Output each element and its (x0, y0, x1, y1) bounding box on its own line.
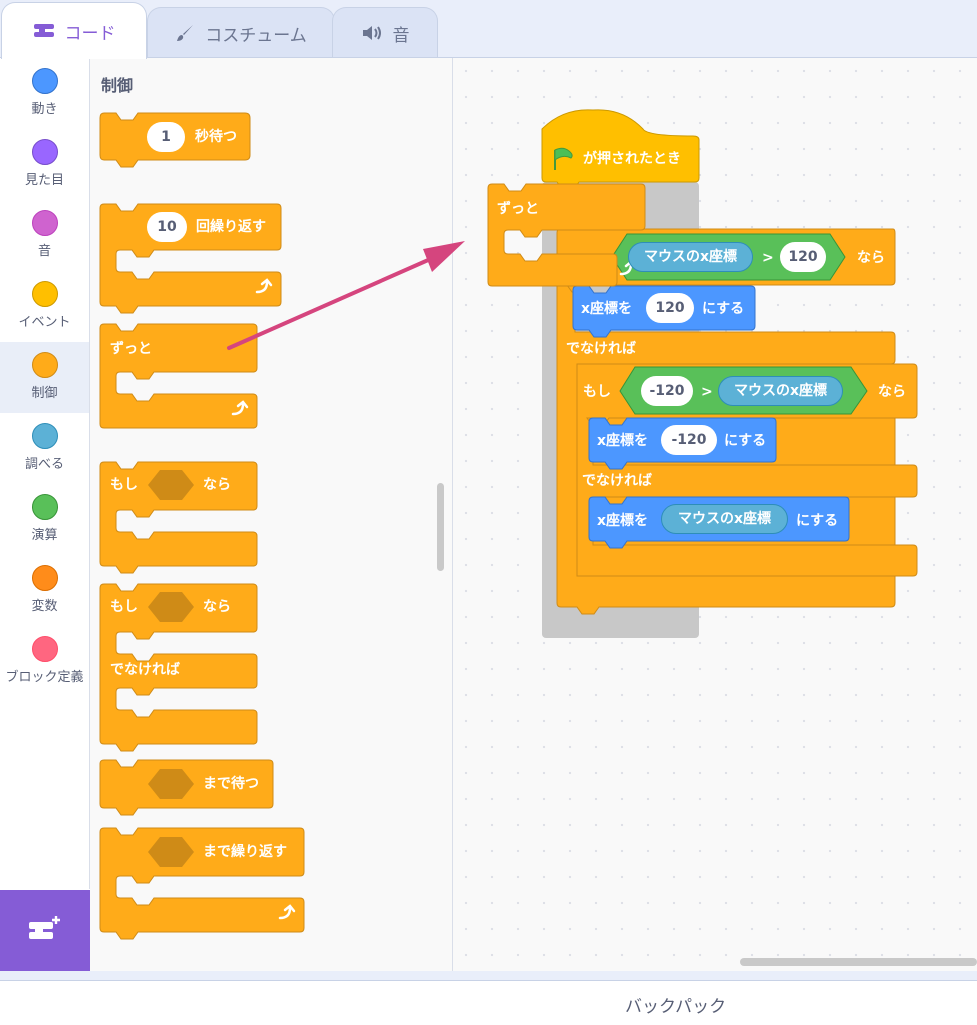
mouse-x-reporter[interactable]: マウスのx座標 (628, 242, 753, 272)
palette-category-title: 制御 (101, 76, 134, 95)
script-horizontal-scrollbar[interactable] (740, 958, 977, 966)
else-label: でなければ (582, 473, 652, 489)
set-x-value-input[interactable]: -120 (661, 425, 717, 455)
block-palette: 制御 (90, 58, 453, 971)
category-label: 演算 (31, 528, 58, 543)
category-motion[interactable]: 動き (0, 58, 89, 129)
mouse-x-reporter[interactable]: マウスのx座標 (718, 376, 843, 406)
speaker-icon (361, 24, 383, 42)
category-label: ブロック定義 (5, 670, 84, 685)
category-dot-icon (31, 139, 58, 165)
set-x-value-input[interactable]: 120 (646, 293, 694, 323)
category-dot-icon (31, 281, 58, 307)
when-flag-clicked-label: が押されたとき (583, 151, 681, 167)
tab-costumes[interactable]: コスチューム (147, 7, 335, 58)
category-label: 変数 (31, 599, 58, 614)
compare-value-input[interactable]: 120 (780, 242, 826, 272)
category-menu: 動き 見た目 音 イベント 制御 調べる 演算 変数 (0, 58, 90, 889)
backpack-label: バックパック (625, 997, 727, 1017)
tab-sounds-label: 音 (392, 25, 410, 46)
category-looks[interactable]: 見た目 (0, 129, 89, 200)
wait-seconds-input[interactable]: 1 (147, 122, 185, 152)
palette-if-block (99, 461, 258, 574)
repeat-label: 回繰り返す (196, 219, 266, 235)
set-x-label: x座標を (597, 433, 649, 449)
backpack-bar[interactable]: バックパック (0, 980, 977, 1025)
category-label: イベント (18, 315, 71, 330)
category-dot-icon (31, 68, 58, 94)
else-label: でなければ (566, 341, 636, 357)
if-label: もし (110, 477, 138, 493)
operator-symbol: > (762, 250, 774, 266)
then-label: なら (857, 250, 885, 266)
category-events[interactable]: イベント (0, 271, 89, 342)
tab-code[interactable]: コード (1, 2, 147, 59)
category-label: 音 (37, 244, 51, 259)
then-label: なら (203, 599, 231, 615)
category-operators[interactable]: 演算 (0, 484, 89, 555)
set-x-suffix: にする (724, 433, 767, 449)
category-dot-icon (31, 565, 58, 591)
tab-costumes-label: コスチューム (205, 25, 307, 46)
palette-if-else-block (99, 583, 258, 752)
palette-scrollbar[interactable] (437, 483, 444, 571)
empty-boolean-slot (148, 837, 194, 867)
operator-symbol: > (701, 384, 713, 400)
dragged-forever-block (487, 183, 646, 287)
code-workspace: 動き 見た目 音 イベント 制御 調べる 演算 変数 (0, 57, 977, 971)
repeat-until-label: まで繰り返す (203, 844, 287, 860)
category-dot-icon (31, 423, 58, 449)
loop-arrow-icon (231, 400, 249, 416)
empty-boolean-slot (148, 592, 194, 622)
when-flag-clicked-hat-block (541, 109, 700, 190)
category-label: 制御 (31, 386, 58, 401)
category-label: 見た目 (24, 173, 64, 188)
add-extension-button[interactable] (0, 890, 90, 971)
set-x-label: x座標を (581, 301, 633, 317)
then-label: なら (203, 477, 231, 493)
if-label: もし (110, 599, 138, 615)
category-my-blocks[interactable]: ブロック定義 (0, 626, 89, 716)
then-label: なら (878, 384, 906, 400)
tab-sounds[interactable]: 音 (332, 7, 438, 58)
inner-if-else-block (576, 363, 918, 577)
wait-until-label: まで待つ (203, 776, 259, 792)
set-x-suffix: にする (796, 513, 839, 529)
code-icon (33, 22, 55, 40)
else-label: でなければ (110, 662, 180, 678)
loop-arrow-icon (278, 904, 296, 920)
wait-label: 秒待つ (195, 129, 237, 145)
repeat-count-input[interactable]: 10 (147, 212, 187, 242)
mouse-x-reporter[interactable]: マウスのx座標 (661, 504, 788, 534)
category-sensing[interactable]: 調べる (0, 413, 89, 484)
empty-boolean-slot (148, 470, 194, 500)
category-dot-icon (31, 210, 58, 236)
category-dot-icon (31, 352, 58, 378)
category-dot-icon (31, 636, 58, 662)
add-extension-icon (27, 914, 63, 948)
category-control[interactable]: 制御 (0, 342, 89, 413)
set-x-suffix: にする (702, 301, 745, 317)
brush-icon (175, 23, 195, 43)
compare-value-input[interactable]: -120 (641, 376, 693, 406)
category-label: 調べる (24, 457, 64, 472)
category-dot-icon (31, 494, 58, 520)
category-sound[interactable]: 音 (0, 200, 89, 271)
forever-label: ずっと (110, 341, 152, 357)
set-x-label: x座標を (597, 513, 649, 529)
palette-blocks-layer (99, 112, 305, 940)
green-flag-icon (554, 147, 573, 170)
editor-tab-bar: コード コスチューム 音 (0, 0, 977, 59)
empty-boolean-slot (148, 769, 194, 799)
dragged-forever-label: ずっと (497, 201, 539, 217)
palette-forever-block (99, 323, 258, 429)
category-variables[interactable]: 変数 (0, 555, 89, 626)
category-label: 動き (31, 102, 58, 117)
script-area[interactable]: が押されたとき ずっと マウスのx座標 > 120 なら x座標を 120 にす… (453, 58, 977, 971)
if-label: もし (583, 384, 611, 400)
tab-code-label: コード (64, 23, 116, 44)
